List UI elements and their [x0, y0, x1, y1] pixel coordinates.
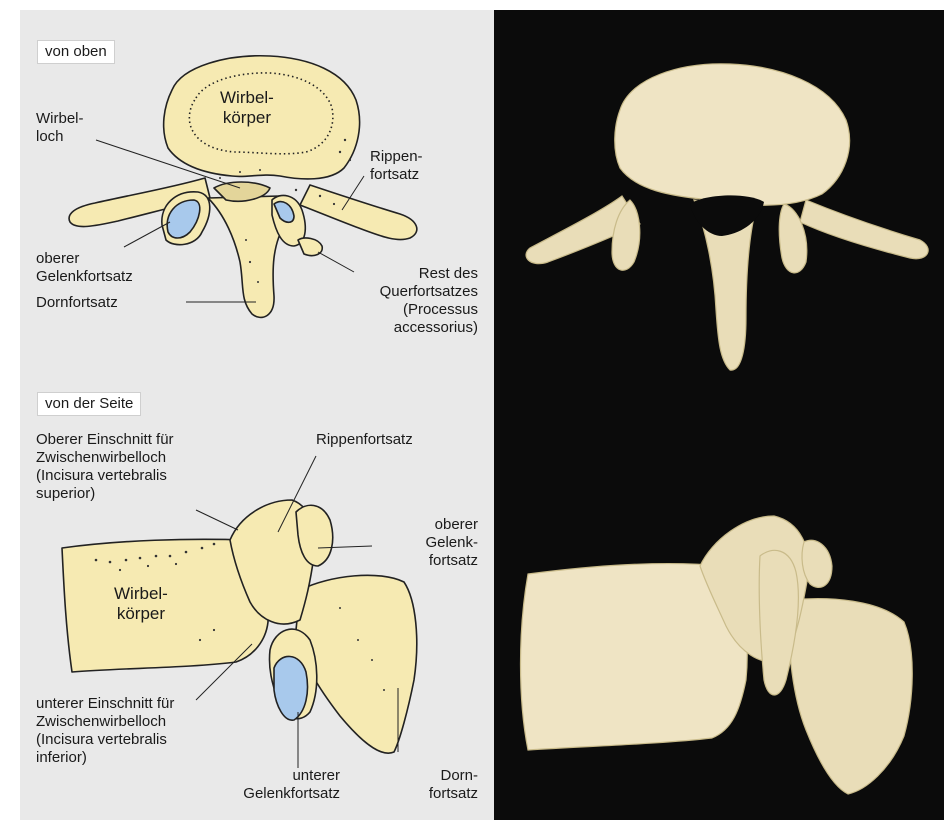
top-label-rest-querfortsatz: Rest des Querfortsatzes (Processus acces… — [300, 265, 478, 337]
top-label-wirbelloch: Wirbel- loch — [36, 110, 84, 146]
top-label-wirbelkoerper: Wirbel- körper — [220, 88, 274, 128]
side-label-oberer-einschnitt: Oberer Einschnitt für Zwischenwirbelloch… — [36, 431, 174, 503]
side-label-wirbelkoerper: Wirbel- körper — [114, 584, 168, 624]
top-label-oberer-gelenkfortsatz: oberer Gelenkfortsatz — [36, 250, 133, 286]
side-label-dornfortsatz: Dorn- fortsatz — [370, 767, 478, 803]
side-label-oberer-gelenkfortsatz: oberer Gelenk- fortsatz — [370, 516, 478, 570]
side-label-unterer-gelenkfortsatz: unterer Gelenkfortsatz — [210, 767, 340, 803]
top-label-rippenfortsatz: Rippen- fortsatz — [370, 148, 423, 184]
top-view-heading: von oben — [37, 40, 115, 64]
side-label-unterer-einschnitt: unterer Einschnitt für Zwischenwirbelloc… — [36, 695, 174, 767]
side-view-heading: von der Seite — [37, 392, 141, 416]
side-label-rippenfortsatz: Rippenfortsatz — [316, 431, 413, 449]
top-label-dornfortsatz: Dornfortsatz — [36, 294, 118, 312]
